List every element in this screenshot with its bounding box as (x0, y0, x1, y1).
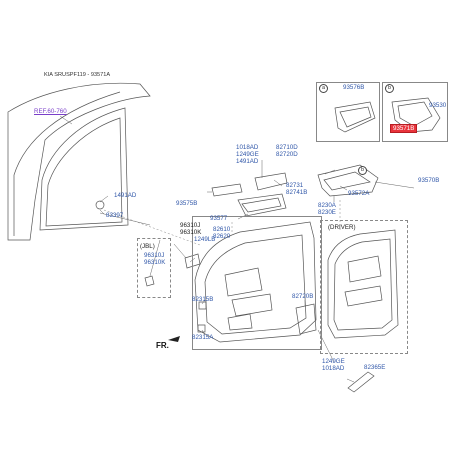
part-93530[interactable]: 93530 (429, 102, 447, 109)
grip-top (254, 172, 288, 191)
part-83397[interactable]: 83397 (106, 212, 124, 219)
switch-assembly (237, 193, 287, 217)
part-82731[interactable]: 82731 (286, 182, 304, 189)
front-marker: FR. (156, 341, 169, 350)
part-82365E[interactable]: 82365E (364, 364, 386, 371)
part-96310K[interactable]: 96310K (180, 229, 202, 236)
front-arrow-icon (168, 336, 180, 342)
inset-a-circle: a (319, 84, 328, 93)
part-1018AD-bottom[interactable]: 1018AD (322, 365, 345, 372)
bracket-93575B (211, 183, 243, 197)
part-93577[interactable]: 93577 (210, 215, 228, 222)
door-frame-outline (7, 82, 151, 241)
part-1491AD-top[interactable]: 1491AD (236, 158, 259, 165)
inset-box-a (316, 82, 380, 142)
part-8230A[interactable]: 8230A (318, 202, 336, 209)
callout-b-circle: b (358, 166, 367, 175)
part-93575B[interactable]: 93575B (176, 200, 198, 207)
part-96310J[interactable]: 96310J (180, 222, 201, 229)
part-82315A[interactable]: 82315A (192, 334, 214, 341)
part-8230E[interactable]: 8230E (318, 209, 336, 216)
clip-82315A (197, 324, 206, 333)
panel-group-box (192, 216, 322, 350)
jbl-part-96310J[interactable]: 96310J (144, 252, 165, 259)
grommet-left (95, 200, 105, 210)
switch-b-shape (391, 97, 441, 133)
part-82720B[interactable]: 82720B (292, 293, 314, 300)
part-93571B-highlight[interactable]: 93571B (390, 124, 418, 133)
part-82610[interactable]: 82610 (213, 226, 231, 233)
part-82315B[interactable]: 82315B (192, 296, 214, 303)
part-82620[interactable]: 82620 (213, 233, 231, 240)
part-93576B[interactable]: 93576B (343, 84, 365, 91)
part-82720D[interactable]: 82720D (276, 151, 298, 158)
trim-strip (317, 164, 379, 197)
part-93572A[interactable]: 93572A (348, 190, 370, 197)
part-1249LB[interactable]: 1249LB (194, 236, 216, 243)
speaker-connector (144, 275, 155, 287)
jbl-label: (JBL) (140, 243, 155, 250)
part-1491AD-left[interactable]: 1491AD (114, 192, 137, 199)
part-82710D[interactable]: 82710D (276, 144, 298, 151)
part-1249GE-top[interactable]: 1249GE (236, 151, 259, 158)
jbl-box (137, 238, 171, 298)
reference-link[interactable]: REF.60-760 (34, 108, 67, 115)
strip-82365E (347, 371, 375, 393)
driver-label: (DRIVER) (328, 224, 356, 231)
bracket-82720B (295, 303, 317, 335)
part-93570B[interactable]: 93570B (418, 177, 440, 184)
diagram-title: KIA SRUSPF119 - 93571A (44, 72, 111, 78)
driver-box (320, 220, 408, 354)
part-82741B[interactable]: 82741B (286, 189, 308, 196)
switch-a-shape (334, 101, 376, 133)
harness-connector (184, 253, 201, 269)
door-inner-panel (39, 107, 129, 231)
inset-box-b (382, 82, 448, 142)
part-1018AD-top[interactable]: 1018AD (236, 144, 259, 151)
inset-b-circle: b (385, 84, 394, 93)
driver-trim-panel (327, 229, 399, 339)
door-window-frame (13, 91, 121, 236)
part-1249GE-bottom[interactable]: 1249GE (322, 358, 345, 365)
jbl-part-96310K[interactable]: 96310K (144, 259, 166, 266)
door-trim-panel (194, 221, 317, 343)
